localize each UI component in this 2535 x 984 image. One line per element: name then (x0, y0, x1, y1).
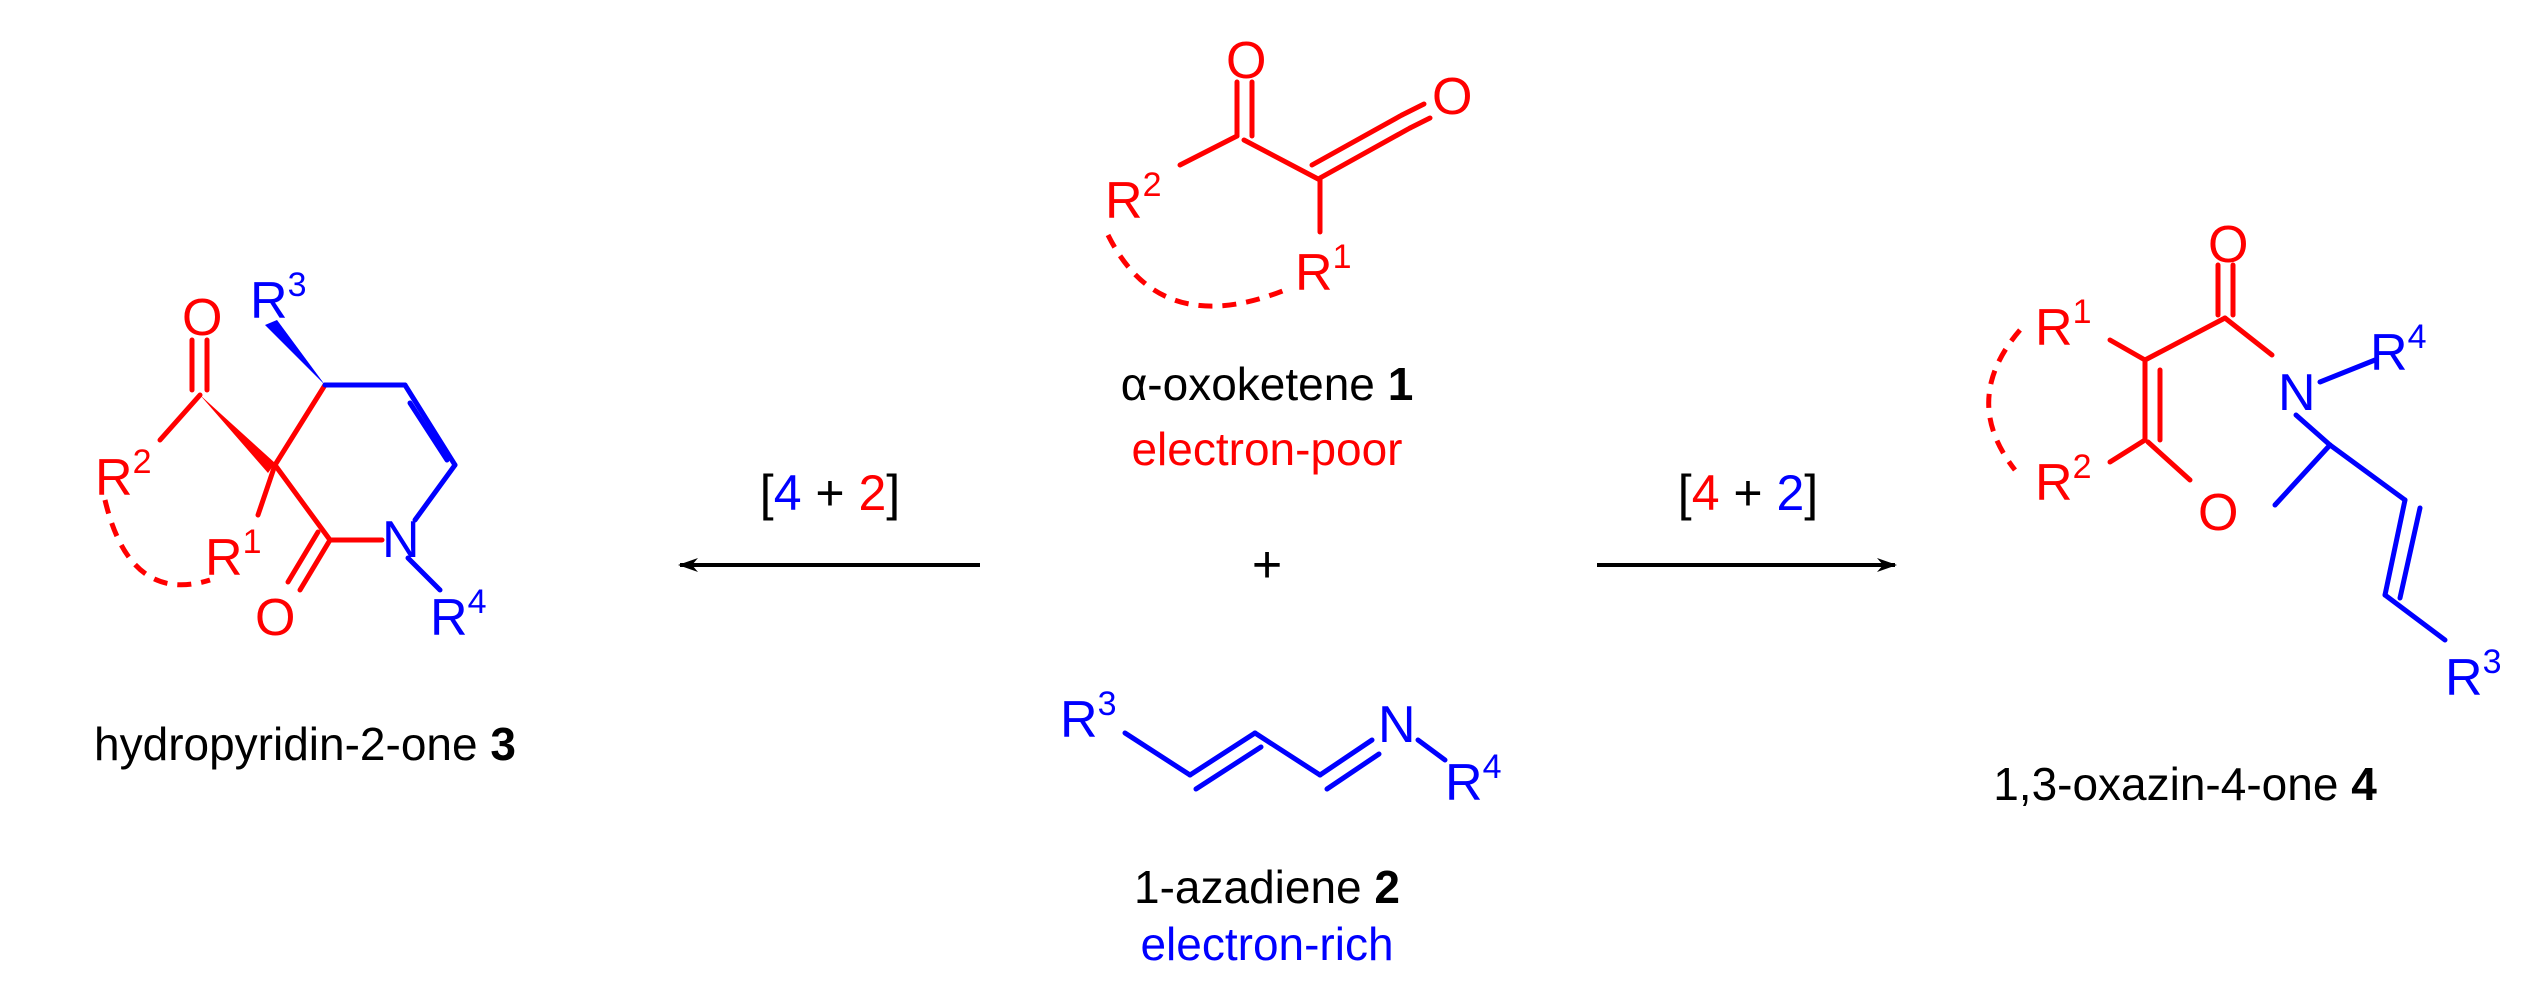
ca-ketene-double-bond-b (1309, 112, 1405, 168)
c6-n-bond (412, 462, 458, 523)
product4-n-atom: N (2278, 364, 2316, 422)
plus-sign: + (1252, 536, 1282, 594)
right-arrow-label: [4 + 2] (1678, 465, 1818, 521)
product4-r1-label: R1 (2035, 293, 2091, 357)
r1-label: R1 (1295, 238, 1351, 302)
c-c-double-bond-b (1193, 744, 1264, 792)
c-c-double-bond-a (1187, 730, 1258, 778)
reactant1-property: electron-poor (1131, 423, 1402, 475)
oxazinone-structure: O R1 N R4 R2 O R3 (1986, 216, 2501, 707)
ring-dashed-arc (1105, 233, 1286, 309)
n-r4-bond (1415, 737, 1448, 763)
c3-r1-bond (255, 462, 278, 518)
lactam-o-atom: O (255, 589, 295, 647)
vinyl-double-bond-b (2397, 505, 2423, 601)
ring-dashed-arc (102, 499, 211, 588)
c2-c3-bond (272, 462, 333, 543)
product3-n-atom: N (382, 511, 420, 569)
azadiene-n-atom: N (1378, 696, 1416, 754)
c2-o-double-bond-b (285, 529, 321, 585)
c3-c4-bond (272, 382, 328, 468)
ketene-o-atom: O (1432, 68, 1472, 126)
product3-caption: hydropyridin-2-one 3 (94, 718, 516, 770)
ring-o-atom: O (2198, 484, 2238, 542)
c2-vinyl-bond (2327, 442, 2408, 503)
oxazinone-carbonyl-o-atom: O (2208, 216, 2248, 274)
c-n-double-bond-b (1324, 751, 1382, 792)
r2-label: R2 (1105, 166, 1161, 230)
azadiene-structure: R3 N R4 (1060, 685, 1501, 812)
ca-ketene-double-bond-a (1317, 125, 1413, 181)
product4-r4-label: R4 (2370, 318, 2426, 382)
product3-r3-label: R3 (250, 266, 306, 330)
product3-r4-label: R4 (430, 583, 486, 647)
product4-r2-label: R2 (2035, 448, 2091, 512)
left-arrow-label: [4 + 2] (760, 465, 900, 521)
hydropyridinone-structure: O R3 R2 R1 N O R4 (95, 266, 486, 647)
acyl-wedge-bond (200, 395, 275, 473)
product3-r1-label: R1 (205, 523, 261, 587)
c2-c1-bond (1177, 133, 1240, 168)
c5-c6-double-bond-b (407, 400, 450, 463)
vinyl-double-bond-a (2382, 497, 2408, 598)
c5-r1-bond (2107, 337, 2148, 363)
product3-r2-label: R2 (95, 443, 151, 507)
ketene-o-double-bond-a (1407, 115, 1433, 131)
c2-o-bond (2272, 442, 2333, 508)
c4-r3-wedge-bond (265, 320, 325, 385)
acyl-o-atom: O (182, 289, 222, 347)
c6-r2-bond (2107, 437, 2148, 465)
c1-ca-bond (1241, 137, 1323, 183)
c-n-double-bond-a (1317, 737, 1375, 778)
product4-caption: 1,3-oxazin-4-one 4 (1993, 758, 2377, 810)
reactant1-caption: α-oxoketene 1 (1121, 358, 1414, 410)
c4-c5-bond (2142, 315, 2228, 363)
reactant2-property: electron-rich (1140, 918, 1393, 970)
product4-r3-label: R3 (2445, 643, 2501, 707)
reactant2-caption: 1-azadiene 2 (1134, 861, 1400, 913)
azadiene-r3-label: R3 (1060, 685, 1116, 749)
acyl-c-r2-bond (157, 392, 203, 443)
oxo-o-atom: O (1226, 32, 1266, 90)
n-r4-bond (405, 555, 443, 593)
c6-o-bond (2145, 439, 2193, 483)
vinyl-r3-bond (2382, 592, 2448, 643)
azadiene-r4-label: R4 (1445, 748, 1501, 812)
c-c-single-bond (1252, 730, 1323, 778)
n-c2-bond (2293, 412, 2333, 448)
r3-c-bond (1122, 730, 1193, 778)
ketene-o-double-bond-b (1399, 101, 1427, 118)
c2-o-double-bond-a (297, 537, 333, 593)
n-r4-bond (2317, 357, 2378, 385)
c4-n-bond (2222, 315, 2275, 358)
c5-c6-double-bond-a (402, 382, 458, 468)
oxoketene-structure: O O R2 R1 (1105, 32, 1472, 309)
ring-dashed-arc (1986, 328, 2022, 472)
